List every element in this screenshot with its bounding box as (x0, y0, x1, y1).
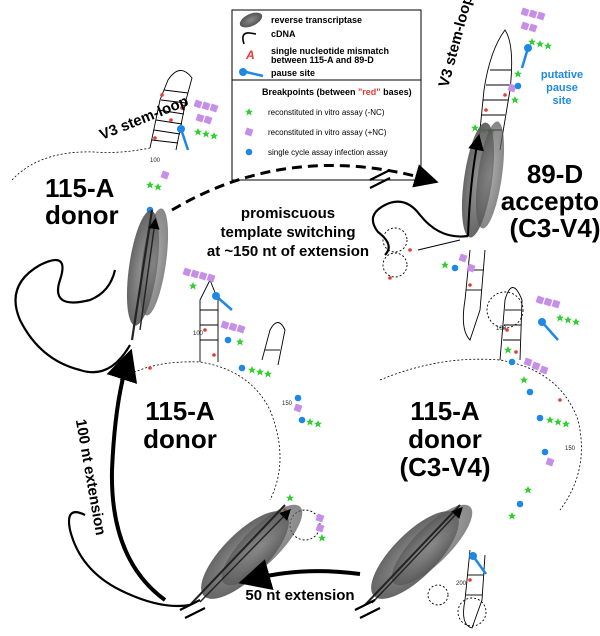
panel-bottom-right: 100 150 200 115-A donor (C3-V4) (354, 287, 582, 629)
position-150-middle: 150 (282, 401, 293, 407)
position-150-bottom: 150 (565, 446, 576, 452)
donor-bottom-region: (C3-V4) (399, 452, 490, 482)
putative-pause-3: site (553, 95, 572, 107)
mismatch-legend-icon: A (245, 48, 255, 62)
rt-legend-icon (239, 12, 263, 28)
template-switch-arrow (171, 163, 439, 212)
legend-nc-minus: reconstituted in vitro assay (-NC) (268, 108, 385, 117)
legend-nc-plus: reconstituted in vitro assay (+NC) (268, 128, 387, 137)
extension-100-arrow (106, 348, 167, 602)
v3-label-right: V3 stem-loop (435, 0, 476, 89)
legend-mismatch: single nucleotide mismatch (271, 46, 389, 56)
donor-bottom-subtitle: donor (408, 424, 482, 454)
putative-pause-2: pause (546, 82, 578, 94)
pause-legend-icon (239, 68, 247, 76)
position-100-middle: 100 (193, 331, 204, 337)
acceptor-subtitle: acceptor (501, 186, 600, 216)
legend-box: reverse transcriptase cDNA A single nucl… (231, 9, 422, 181)
switch-label-3: at ~150 nt of extension (207, 243, 369, 260)
acceptor-title: 89-D (527, 159, 583, 189)
legend-pause: pause site (271, 68, 315, 78)
donor-middle-subtitle: donor (143, 424, 217, 454)
acceptor-region: (C3-V4) (509, 213, 600, 243)
panel-top-left: 100 V3 stem-loop 115-A donor (11, 70, 219, 374)
position-100-top: 100 (150, 158, 161, 164)
position-200-bottom: 200 (456, 581, 467, 587)
switch-label-2: template switching (220, 224, 355, 241)
position-100-bottom: 100 (496, 326, 507, 332)
legend-mismatch-2: between 115-A and 89-D (271, 55, 374, 65)
donor-title-top: 115-A (45, 173, 115, 203)
legend-breakpoints: Breakpoints (between "red" bases) (262, 87, 412, 97)
legend-single-cycle: single cycle assay infection assay (268, 148, 388, 157)
donor-middle-title: 115-A (145, 396, 215, 426)
extension-100-label: 100 nt extension (72, 418, 109, 537)
v3-label-left: V3 stem-loop (97, 93, 191, 144)
extension-50-label: 50 nt extension (245, 587, 354, 604)
donor-bottom-title: 115-A (410, 396, 480, 426)
cdna-squiggle-middle (67, 511, 191, 608)
legend-cdna: cDNA (271, 29, 296, 39)
extension-50-arrow (238, 559, 361, 591)
panel-middle: 100 150 115-A donor (67, 267, 326, 619)
legend-rt: reverse transcriptase (271, 15, 362, 25)
cdna-legend-icon (242, 32, 257, 45)
cdna-squiggle-top (14, 258, 131, 374)
blue-dot-icon (245, 148, 253, 156)
rna-loop-bottom (379, 358, 582, 511)
rna-arc (11, 147, 151, 181)
donor-subtitle-top: donor (45, 200, 119, 230)
switch-label-1: promiscuous (241, 205, 335, 222)
putative-pause-1: putative (541, 69, 583, 81)
cdna-squiggle-acceptor (371, 200, 469, 256)
v3-stem-loop (149, 70, 193, 151)
rna-loop-middle (119, 361, 281, 501)
